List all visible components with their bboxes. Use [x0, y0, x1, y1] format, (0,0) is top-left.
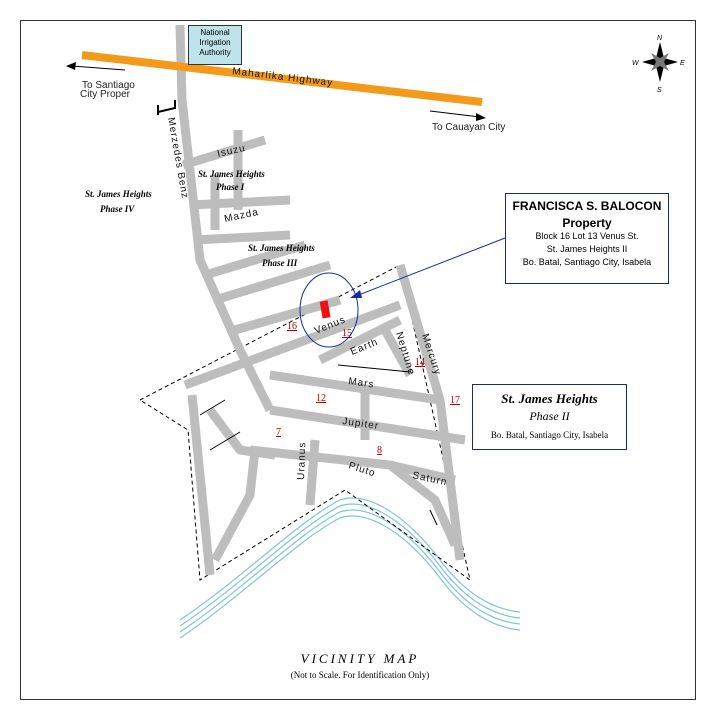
property-line2: St. James Heights II	[546, 244, 628, 254]
property-callout-arrow	[350, 237, 506, 298]
highway-label: Maharlika Highway	[232, 66, 334, 89]
uranus-label: Uranus	[296, 441, 308, 480]
block-14: 14	[415, 357, 425, 368]
property-info-box: FRANCISCA S. BALOCON Property Block 16 L…	[505, 193, 669, 284]
block-7: 7	[276, 427, 281, 438]
block-8: 8	[377, 445, 382, 456]
compass-s: S	[657, 87, 662, 94]
arrow-to-cauayan	[429, 110, 486, 121]
map-frame	[20, 20, 696, 700]
block-15: 15	[342, 328, 352, 339]
phase2-phase: Phase II	[529, 409, 570, 423]
river	[179, 497, 521, 639]
phase3-title: St. James Heights	[248, 243, 315, 253]
phase2-name: St. James Heights	[501, 391, 598, 406]
phase2-info-box: St. James Heights Phase II Bo. Batal, Sa…	[472, 384, 627, 450]
property-line3: Bo. Batal, Santiago City, Isabela	[522, 257, 652, 267]
property-line1: Block 16 Lot 13 Venus St.	[535, 231, 639, 241]
phase4-title: St. James Heights	[85, 189, 152, 199]
phase2-address: Bo. Batal, Santiago City, Isabela	[490, 430, 609, 440]
map-subtitle: (Not to Scale. For Identification Only)	[290, 670, 430, 680]
phase4-sub: Phase IV	[100, 204, 135, 214]
property-marker	[319, 300, 331, 319]
block-16: 16	[287, 321, 297, 332]
mars-label: Mars	[348, 376, 376, 391]
lot-line	[199, 399, 226, 416]
lot-line	[209, 431, 241, 451]
lot-line	[337, 364, 411, 373]
nia-landmark: National Irrigation Authority	[188, 25, 242, 65]
compass-w: W	[632, 60, 640, 67]
to-cauayan-label: To Cauayan City	[432, 122, 505, 133]
phase1-sub: Phase I	[216, 182, 245, 192]
compass-e: E	[680, 60, 685, 67]
mazda-label: Mazda	[223, 207, 260, 225]
arrow-to-santiago	[66, 62, 126, 71]
lot-line	[429, 509, 438, 526]
property-circle	[299, 272, 359, 348]
jupiter-label: Jupiter	[342, 416, 380, 432]
bridge-mark	[157, 100, 176, 115]
phase3-sub: Phase III	[262, 258, 298, 268]
property-owner: FRANCISCA S. BALOCON	[512, 199, 662, 213]
block-17: 17	[450, 395, 460, 406]
phase1-title: St. James Heights	[198, 169, 265, 179]
road-network	[175, 24, 466, 576]
compass-n: N	[657, 35, 663, 42]
block-12: 12	[316, 393, 326, 404]
maharlika-highway	[81, 51, 483, 106]
map-title: VICINITY MAP	[300, 651, 420, 666]
compass-rose: N S E W	[632, 35, 685, 94]
property-label: Property	[562, 216, 612, 230]
